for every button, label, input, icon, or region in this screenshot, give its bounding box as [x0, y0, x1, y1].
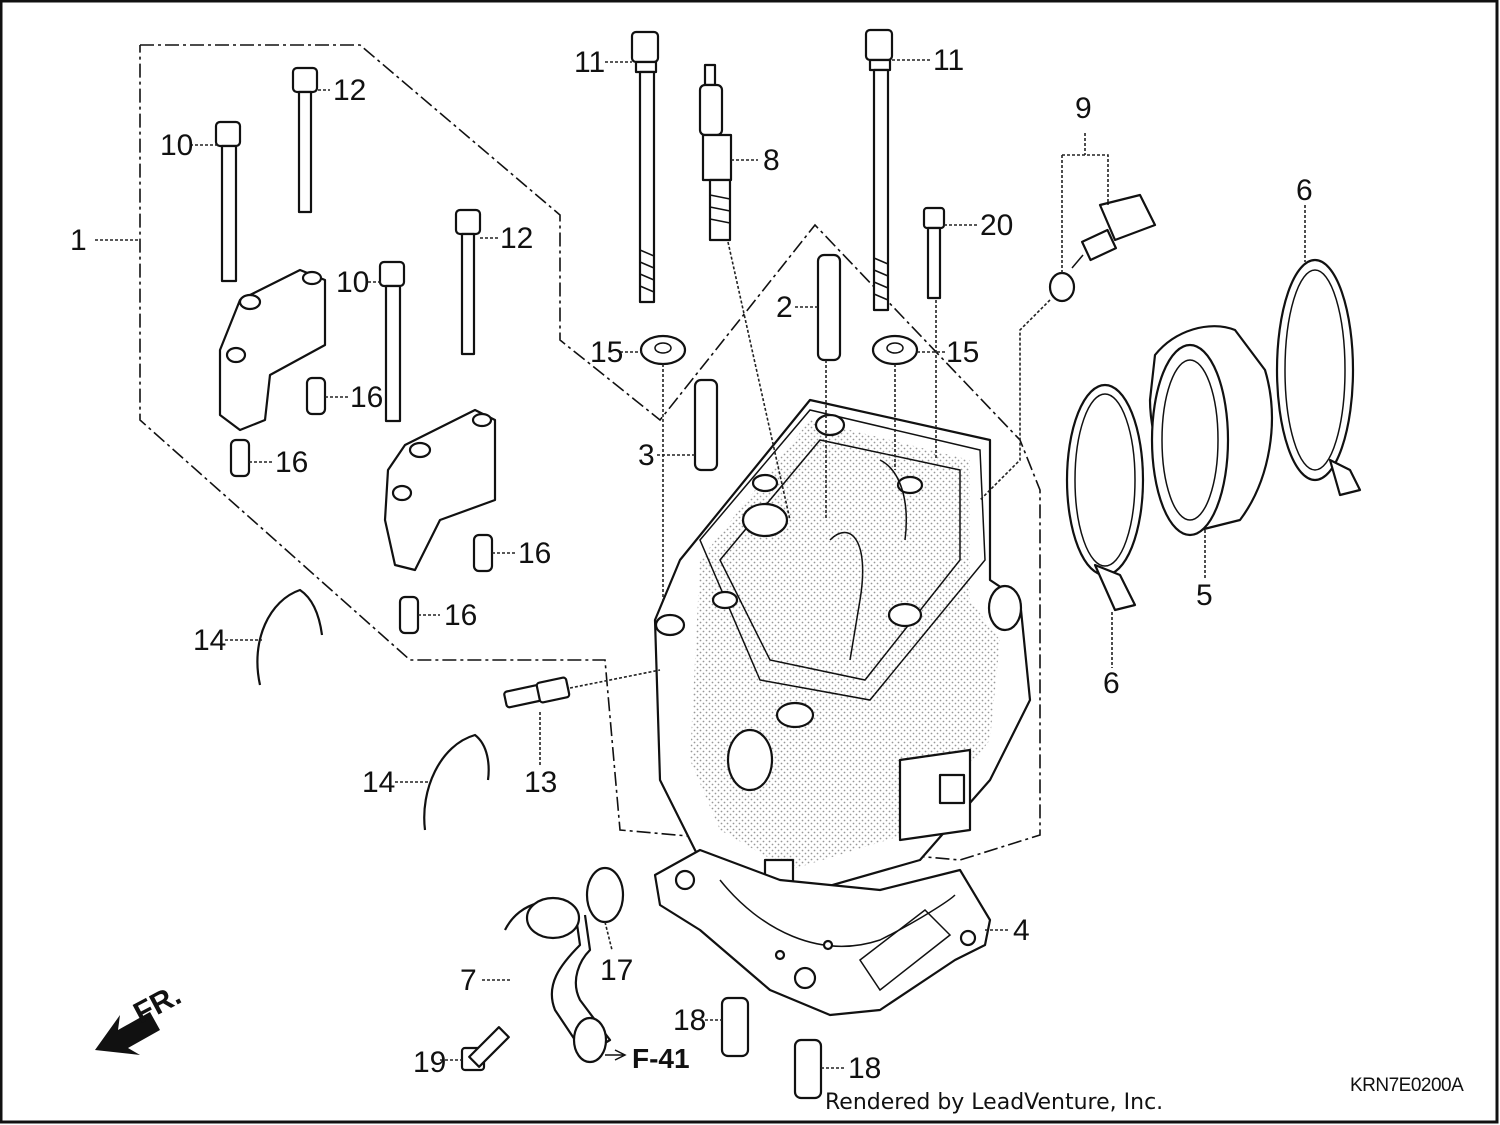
- water-joint: [504, 896, 612, 1064]
- callout-6-front: 6: [1103, 667, 1120, 700]
- head-bolt-left: [630, 30, 660, 304]
- callout-4: 4: [1013, 914, 1030, 947]
- callout-16-b: 16: [275, 446, 308, 479]
- render-credit: Rendered by LeadVenture, Inc.: [825, 1090, 1164, 1115]
- callout-3: 3: [638, 439, 655, 472]
- front-direction-arrow: [95, 1012, 160, 1055]
- bolt-12-lower: [454, 208, 482, 356]
- cylinder-head-gasket: [653, 848, 992, 1017]
- callout-5: 5: [1196, 579, 1213, 612]
- spark-plug: [698, 63, 733, 242]
- callout-15-right: 15: [946, 336, 979, 369]
- dowel-16-d: [398, 595, 420, 635]
- dowel-16-a: [305, 376, 327, 416]
- o-ring-17: [585, 866, 625, 924]
- washer-left: [639, 334, 687, 366]
- cam-holder-lower: [383, 408, 497, 572]
- callout-12-upper: 12: [333, 74, 366, 107]
- callout-10-upper: 10: [160, 129, 193, 162]
- callout-8: 8: [763, 144, 780, 177]
- callout-13: 13: [524, 766, 557, 799]
- clip-14-upper: [256, 588, 324, 686]
- callout-14-upper: 14: [193, 624, 226, 657]
- washer-right: [871, 334, 919, 366]
- sensor-washer: [1048, 271, 1076, 303]
- page-reference-arrow: [605, 1049, 627, 1061]
- callout-11-left: 11: [574, 46, 605, 79]
- callout-14-lower: 14: [362, 766, 395, 799]
- dowel-pin-2: [816, 253, 842, 362]
- bolt-10-upper: [214, 120, 242, 283]
- insulator-band-front: [1065, 383, 1145, 612]
- head-bolt-right: [864, 28, 894, 312]
- callout-7: 7: [460, 964, 477, 997]
- stud-bolt-13: [503, 676, 571, 709]
- temperature-sensor: [1048, 193, 1157, 303]
- callout-12-lower: 12: [500, 222, 533, 255]
- callout-16-a: 16: [350, 381, 383, 414]
- callout-9: 9: [1075, 92, 1092, 125]
- cylinder-head: [653, 398, 1032, 902]
- callout-15-left: 15: [590, 336, 623, 369]
- assembly-group-outline: [139, 44, 1041, 861]
- bolt-20: [922, 206, 946, 300]
- callout-18-right: 18: [848, 1052, 881, 1085]
- bolt-10-lower: [378, 260, 406, 423]
- dowel-18-right: [793, 1038, 823, 1100]
- insulator-band-rear: [1275, 258, 1362, 497]
- callout-16-d: 16: [444, 599, 477, 632]
- page-reference-label: F-41: [632, 1043, 690, 1074]
- callout-19: 19: [413, 1046, 446, 1079]
- dowel-16-c: [472, 533, 494, 573]
- callout-17: 17: [600, 954, 633, 987]
- callout-10-lower: 10: [336, 266, 369, 299]
- drawing-code: KRN7E0200A: [1350, 1075, 1464, 1096]
- carburetor-insulator: [1148, 325, 1273, 537]
- bolt-12-upper: [291, 66, 319, 214]
- callout-11-right: 11: [933, 44, 964, 77]
- leader-lines: [95, 59, 1306, 1069]
- callout-16-c: 16: [518, 537, 551, 570]
- callout-6-rear: 6: [1296, 174, 1313, 207]
- cam-holder-upper: [218, 268, 327, 432]
- clip-14-lower: [423, 733, 490, 831]
- callout-1: 1: [70, 224, 87, 257]
- callout-18-left: 18: [673, 1004, 706, 1037]
- dowel-18-left: [720, 996, 750, 1058]
- callout-labels: 1 2 3 4 5 6 6 7 8 9 10 10 11 11 12 12 13…: [70, 44, 1313, 1085]
- bolt-19: [460, 1026, 510, 1072]
- callout-20: 20: [980, 209, 1013, 242]
- dowel-pin-3: [693, 378, 719, 472]
- callout-2: 2: [776, 291, 793, 324]
- dowel-16-b: [229, 438, 251, 478]
